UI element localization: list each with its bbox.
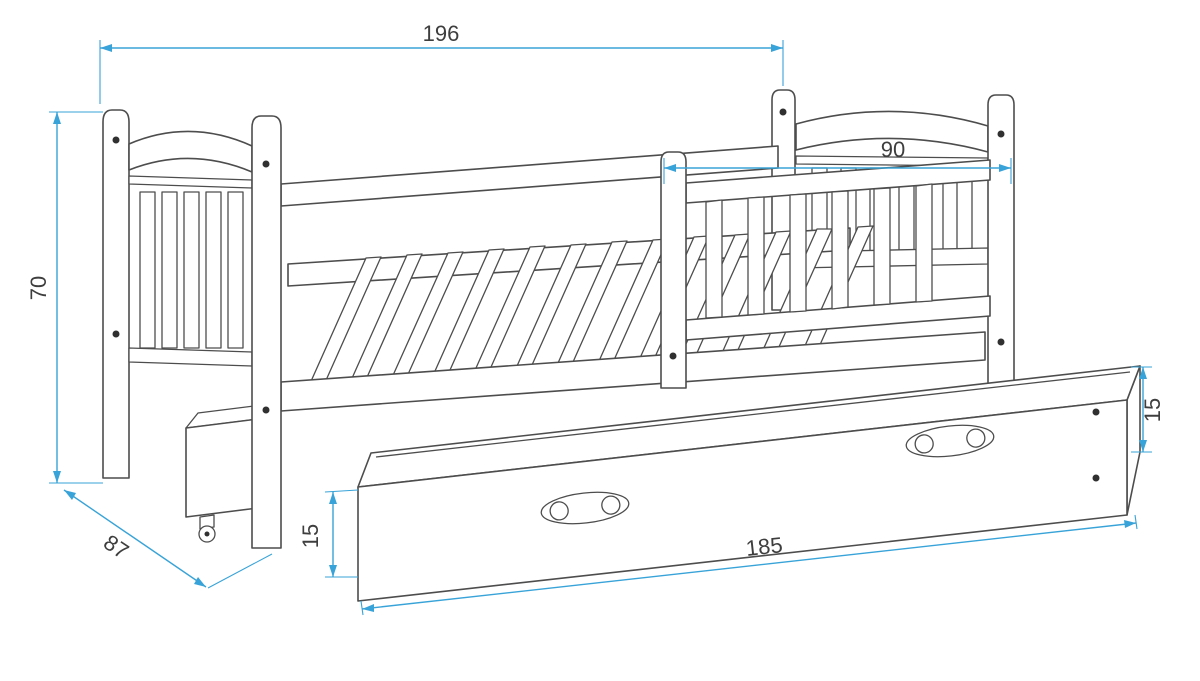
dimension-line: [63, 489, 207, 588]
caster-bracket: [199, 514, 215, 530]
arrowhead: [1139, 367, 1147, 379]
handle-hole: [966, 428, 986, 448]
arrowhead: [64, 490, 76, 500]
arrowhead: [53, 471, 61, 483]
arrowhead: [329, 565, 337, 577]
wheel-hub: [204, 531, 210, 537]
arrowhead: [100, 44, 112, 52]
left-headboard-rail: [128, 175, 253, 189]
dimension-headboard-height: 70: [26, 111, 103, 484]
drawer-handle: [540, 491, 630, 525]
slat: [161, 191, 178, 349]
slat: [705, 199, 723, 319]
slat: [205, 191, 222, 349]
left-headboard-arch: [128, 130, 253, 173]
slat: [139, 191, 156, 349]
handle-hole: [601, 495, 621, 515]
dimension-label-bed-depth: 87: [99, 530, 133, 564]
dimension-drawer-height-side: 15: [1131, 366, 1165, 453]
left-headboard-slats: [139, 191, 244, 349]
arrowhead: [53, 112, 61, 124]
left-headboard: [102, 109, 282, 549]
caster-wheel: [198, 514, 216, 543]
dimension-drawer-length: 185: [360, 514, 1138, 616]
arrowhead: [362, 604, 374, 612]
slat: [831, 190, 849, 310]
screw-dot: [112, 136, 120, 144]
screw-dot: [1092, 408, 1100, 416]
arrowhead: [999, 164, 1011, 172]
dimension-line: [361, 522, 1137, 610]
extension-line: [324, 489, 359, 493]
slat: [227, 191, 244, 349]
screw-dot: [262, 406, 270, 414]
arrowhead: [771, 44, 783, 52]
arrowhead: [664, 164, 676, 172]
slat: [915, 183, 933, 303]
left-headboard-bottom-rail: [128, 347, 253, 367]
right-front-post: [987, 94, 1015, 461]
screw-dot: [112, 330, 120, 338]
guard-rail: [660, 151, 991, 389]
left-front-post: [251, 115, 282, 549]
screw-dot: [262, 160, 270, 168]
dimension-label-guard-rail-length: 90: [881, 137, 905, 162]
dimension-label-overall-length: 196: [423, 21, 460, 46]
arrowhead: [1139, 440, 1147, 452]
drawer-handle: [905, 424, 995, 458]
guard-rail-post: [660, 151, 687, 389]
left-back-post: [102, 109, 130, 479]
guard-rail-slats: [705, 183, 933, 319]
dimension-overall-length: 196: [99, 21, 784, 104]
dimension-label-drawer-height-front: 15: [298, 524, 323, 548]
arrowhead: [194, 577, 206, 587]
dimension-label-drawer-length: 185: [745, 532, 784, 561]
screw-dot: [669, 352, 677, 360]
screw-dot: [997, 130, 1005, 138]
slat: [873, 187, 891, 306]
extension-line: [207, 553, 273, 589]
dimension-guard-rail-length: 90: [663, 137, 1012, 184]
screw-dot: [779, 108, 787, 116]
slat: [747, 196, 765, 316]
arrowhead: [329, 492, 337, 504]
dimension-drawer-height-front: 15: [298, 489, 359, 578]
small-drawer-front: [185, 418, 259, 518]
drawer-rim-inner-edge: [375, 371, 1131, 458]
screw-dot: [1092, 474, 1100, 482]
dimensions: 196 90 70 87: [26, 21, 1165, 616]
dimension-label-headboard-height: 70: [26, 276, 51, 300]
extension-line: [1134, 514, 1138, 530]
dimension-label-drawer-height-side: 15: [1140, 398, 1165, 422]
extension-line: [360, 600, 364, 616]
handle-hole: [914, 434, 934, 454]
handle-hole: [549, 501, 569, 521]
screw-dot: [997, 338, 1005, 346]
bed-drawing: [102, 89, 1141, 602]
slat: [183, 191, 200, 349]
slat: [789, 193, 807, 313]
arrowhead: [1124, 520, 1136, 528]
